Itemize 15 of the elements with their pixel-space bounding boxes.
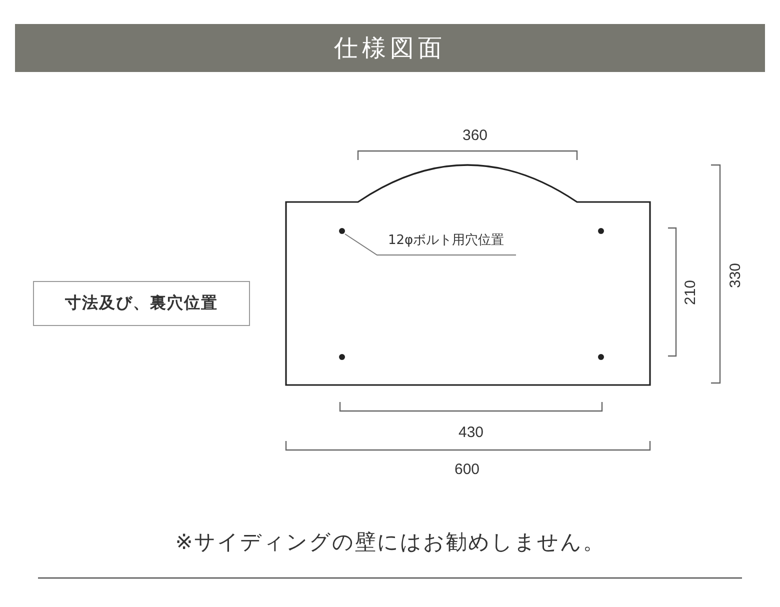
dimension-label: 330 bbox=[726, 262, 744, 288]
label-box bbox=[33, 281, 250, 326]
bolt-hole-dot bbox=[598, 228, 604, 234]
bolt-hole-dot bbox=[339, 228, 345, 234]
caption: ※サイディングの壁にはお勧めしません。 bbox=[175, 530, 605, 554]
bolt-hole-dot bbox=[598, 354, 604, 360]
dimension-label: 210 bbox=[682, 279, 699, 305]
box-label: 寸法及び、裏穴位置 bbox=[65, 293, 218, 314]
title: 仕様図面 bbox=[334, 33, 446, 64]
dimension-label: 360 bbox=[462, 126, 488, 144]
leader-line bbox=[344, 234, 516, 256]
leader-label: 12φボルト用穴位置 bbox=[388, 231, 528, 251]
dimension-label: 600 bbox=[454, 460, 480, 478]
dimension-label: 430 bbox=[458, 424, 484, 440]
bolt-hole-dot bbox=[339, 354, 345, 360]
